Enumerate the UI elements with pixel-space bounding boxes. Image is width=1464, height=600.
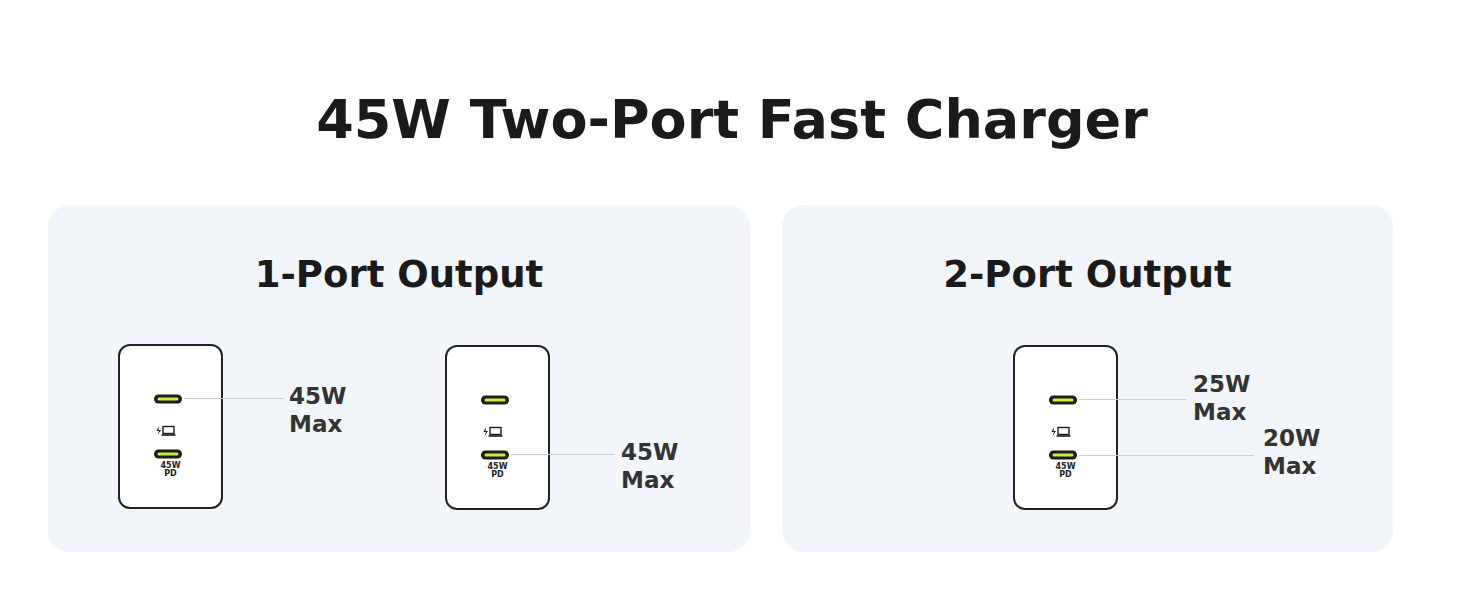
output-panel: 1-Port Output 45W PD 45W PD xyxy=(48,205,750,552)
output-panel: 2-Port Output 45W PD xyxy=(782,205,1393,552)
diagram-title: 45W Two-Port Fast Charger xyxy=(0,88,1464,151)
port-rating: 45W PD xyxy=(488,463,508,479)
panel-heading: 1-Port Output xyxy=(48,253,750,296)
wattage-callout: 25W Max xyxy=(1193,370,1250,426)
wattage-callout: 45W Max xyxy=(289,382,346,438)
wattage-callout: 45W Max xyxy=(621,438,678,494)
panel-heading: 2-Port Output xyxy=(782,253,1393,296)
port-rating: 45W PD xyxy=(161,462,181,478)
port-rating: 45W PD xyxy=(1056,463,1076,479)
wattage-callout: 20W Max xyxy=(1263,424,1320,480)
